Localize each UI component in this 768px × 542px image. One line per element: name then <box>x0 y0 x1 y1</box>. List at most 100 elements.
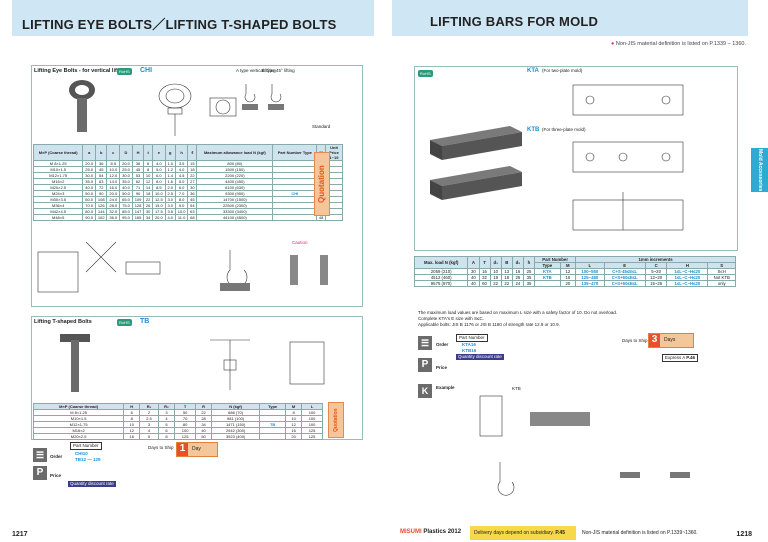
table-cell: 125 <box>301 433 323 440</box>
right-page-title: LIFTING BARS FOR MOLD <box>430 14 599 29</box>
left-page-title: LIFTING EYE BOLTS／LIFTING T-SHAPED BOLTS <box>22 17 337 32</box>
days-to-ship-label: Days to Ship <box>148 445 174 450</box>
top-note: ● Non-JIS material definition is listed … <box>610 41 746 47</box>
days-box: 1 Day <box>176 442 218 457</box>
delivery-note: Delivery days depend on subsidiary. P.45 <box>470 526 576 540</box>
table-cell: 35 <box>522 280 536 287</box>
table-cell: 40 <box>467 280 480 287</box>
eye-bolt-drawing <box>69 80 237 136</box>
col-mp: M×P (Coarse thread) <box>32 144 84 161</box>
page-number-left: 1217 <box>12 531 28 538</box>
quotation-badge-tb: Quotation <box>328 402 344 438</box>
price-icon-right: P <box>418 358 432 372</box>
standard-label: Standard <box>312 124 331 129</box>
nonjis-note: Non-JIS material definition is listed on… <box>582 530 698 536</box>
rt-col-d1: d₁ <box>489 256 502 269</box>
col-e: e <box>152 144 166 161</box>
discount-rate-right: Quantity discount rate <box>456 354 504 360</box>
table-cell: 162 <box>95 214 108 221</box>
example-label: Example <box>436 385 455 390</box>
page-number-right: 1218 <box>736 531 752 538</box>
col-g: g <box>164 144 176 161</box>
caution-drawing <box>220 250 328 291</box>
note-2: Complete KTA's E size with S≤C. <box>418 316 485 321</box>
lifting-bar-drawing <box>430 84 684 231</box>
days-number: 1 <box>177 443 188 456</box>
col-t: t <box>143 144 153 161</box>
col-h2: h <box>174 144 189 161</box>
table-cell: 125 <box>174 433 197 440</box>
days-unit: Day <box>192 446 201 452</box>
table-cell: M20×2.5 <box>32 433 125 440</box>
col-h: H <box>131 144 145 161</box>
footer: MISUMI Plastics 2012 Delivery days depen… <box>392 526 748 540</box>
caution-label: Caution <box>292 240 308 245</box>
rt-col-t: T <box>478 256 491 269</box>
example-drawing <box>479 395 690 496</box>
order-icon-right: ☰ <box>418 336 432 350</box>
order-example-1: CHI10 <box>75 451 88 456</box>
eye-bolt-label: Lifting Eye Bolts - for vertical lifting… <box>34 68 131 74</box>
table-cell: 9575 (970) <box>413 280 469 287</box>
table-cell: 34 <box>143 214 153 221</box>
days-number-right: 3 <box>649 334 660 347</box>
kta-desc: (For two-plate mold) <box>542 68 583 73</box>
order-label: Order <box>50 454 63 459</box>
table-cell: 16 <box>123 433 141 440</box>
col-c: c <box>106 144 121 161</box>
table-cell: 15~25 <box>644 280 668 287</box>
table-cell: 11.0 <box>174 214 189 221</box>
rohs-badge-right: RoHS <box>418 70 433 77</box>
delivery-ref[interactable]: P.45 <box>555 530 565 536</box>
rt-col-d2: d₂ <box>511 256 524 269</box>
type-b-label: B type 45° lifting <box>262 68 295 73</box>
table-cell: 135~470 <box>575 280 605 287</box>
brand-misumi: MISUMI <box>400 529 422 535</box>
t-bolt-code: TB <box>140 318 150 325</box>
brand: MISUMI Plastics 2012 <box>400 529 461 535</box>
express-ref[interactable]: P.46 <box>686 355 695 360</box>
discount-rate: Quantity discount rate <box>68 481 116 487</box>
table-cell: 60 <box>478 280 491 287</box>
lifting-bar-table: Max. load N (kgf) A T d₁ B d₂ h Part Num… <box>413 256 736 287</box>
rohs-badge-tb: RoHS <box>117 319 132 326</box>
example-code: KTB <box>512 386 521 391</box>
left-page-header: LIFTING EYE BOLTS／LIFTING T-SHAPED BOLTS <box>12 0 374 36</box>
eye-bolt-code: CHI <box>140 67 153 74</box>
order-part-number: Part Number <box>70 442 102 450</box>
col-a: a <box>82 144 97 161</box>
lifting-diagram <box>242 84 284 110</box>
t-bolt-label: Lifting T-shaped Bolts <box>34 319 92 325</box>
example-icon: K <box>418 384 432 398</box>
order-label-right: Order <box>436 342 449 347</box>
table-cell: 68 <box>187 214 198 221</box>
table-cell: 50 <box>195 433 213 440</box>
rt-col-load: Max. load N (kgf) <box>413 256 469 269</box>
right-page-header: LIFTING BARS FOR MOLD <box>392 0 748 36</box>
table-cell: 1≤L−C−H≤20 <box>666 280 709 287</box>
eye-bolt-table: M×P (Coarse thread) a b c D H t e g h ℓ … <box>32 144 343 221</box>
ktb-code: KTB <box>527 127 540 133</box>
table-cell: 44100 (4500) <box>196 214 274 221</box>
usage-drawing <box>37 241 161 293</box>
order-example-kta: KTA16 <box>462 342 476 347</box>
days-unit-right: Days <box>664 337 676 343</box>
part-type-cell <box>272 214 318 221</box>
col-d: D <box>119 144 133 161</box>
lifting-bar-drawing-section <box>414 66 738 251</box>
side-tab[interactable]: Mold Accessories <box>751 148 768 192</box>
col-type: Part Number Type <box>272 144 318 161</box>
quotation-badge: Quotation <box>314 152 330 216</box>
note-3: Applicable bolts: JIS B 1176 or JIS B 11… <box>418 322 560 327</box>
t-bolt-table: M×P (Coarse thread) H R₁ R₂ T R N (kgf) … <box>32 403 323 440</box>
table-cell: only <box>707 280 736 287</box>
t-bolt-drawing <box>60 334 325 392</box>
type-a-label: A type vertical lifting <box>236 68 276 73</box>
table-cell: 22 <box>489 280 502 287</box>
rt-col-a: A <box>467 256 480 269</box>
note-1: The maximum load values are based on max… <box>418 310 618 315</box>
